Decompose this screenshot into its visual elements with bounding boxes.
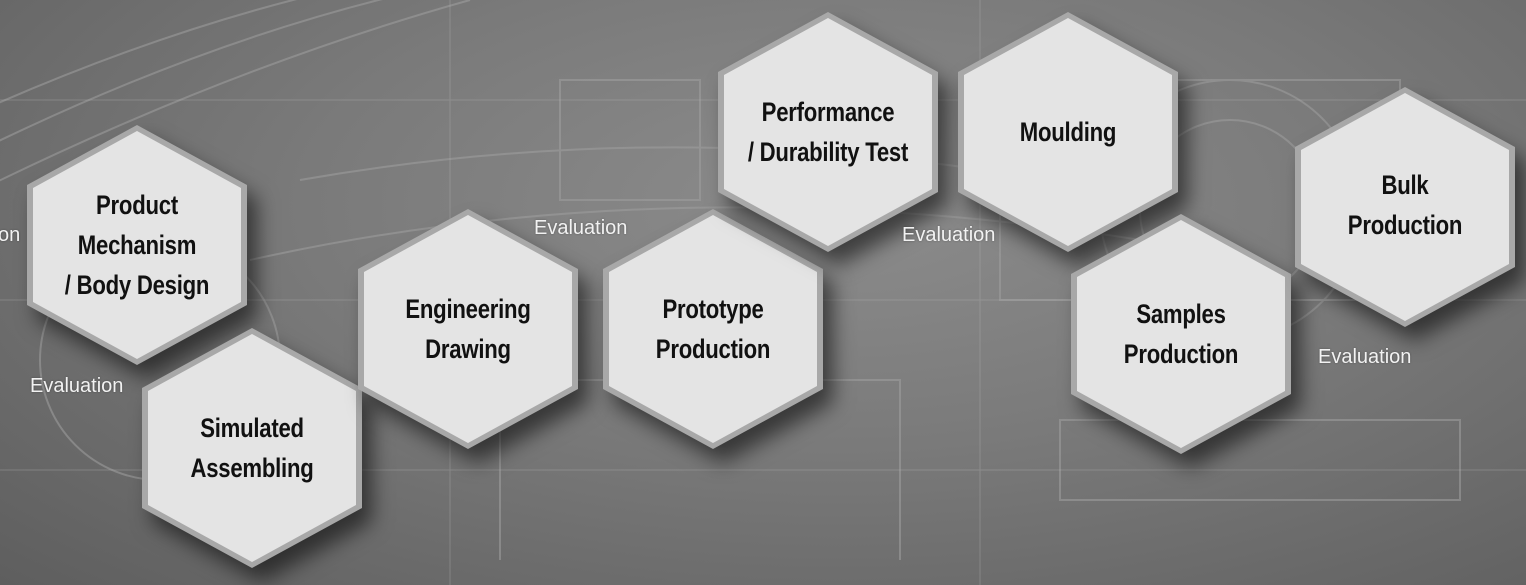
evaluation-label: Evaluation [902,224,996,246]
step-label: Prototype Production [655,294,771,364]
evaluation-label: Evaluation [534,217,628,239]
step-performance-durability-test: Performance / Durability Test [718,12,938,252]
hexagon-shape [27,125,247,365]
step-moulding: Moulding [958,12,1178,252]
step-label: Bulk Production [1347,170,1463,240]
hexagon-shape [1295,87,1515,327]
step-label: Product Mechanism / Body Design [64,190,210,300]
hexagon-shape [958,12,1178,252]
step-label: Performance / Durability Test [747,97,909,167]
step-engineering-drawing: Engineering Drawing [358,209,578,449]
step-bulk-production: Bulk Production [1295,87,1515,327]
step-label: Samples Production [1123,299,1239,369]
step-simulated-assembling: Simulated Assembling [142,328,362,568]
step-label: Simulated Assembling [190,413,314,483]
step-label: Moulding [1019,117,1117,147]
step-product-mechanism: Product Mechanism / Body Design [27,125,247,365]
evaluation-label: Evaluation [1318,346,1412,368]
evaluation-label: Evaluation [30,375,124,397]
hexagon-shape [1071,214,1291,454]
hexagon-shape [358,209,578,449]
step-prototype-production: Prototype Production [603,209,823,449]
step-label: Engineering Drawing [405,294,531,364]
hexagon-shape [603,209,823,449]
step-samples-production: Samples Production [1071,214,1291,454]
evaluation-label: on [0,224,21,246]
hexagon-shape [718,12,938,252]
hexagon-shape [142,328,362,568]
